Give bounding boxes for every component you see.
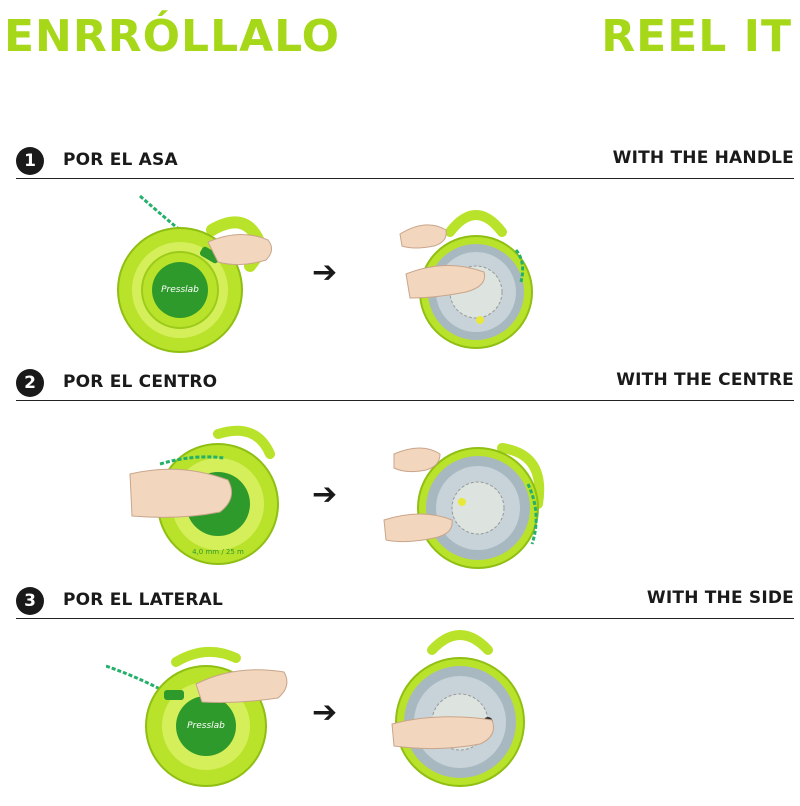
reel-open-centre-winding-illustration (383, 443, 545, 569)
step-3-heading: 3 POR EL LATERAL WITH THE SIDE (16, 586, 794, 619)
step-number-badge: 3 (16, 587, 44, 615)
step-label-es: POR EL ASA (63, 150, 178, 170)
arrow-icon: ➔ (312, 695, 338, 730)
step-number-badge: 1 (16, 147, 44, 175)
brand-logo: Presslab (187, 721, 225, 731)
brand-logo: Presslab (161, 285, 199, 295)
title-spanish: ENRRÓLLALO (4, 11, 341, 62)
title-english: REEL IT (601, 11, 792, 62)
reel-front-side-illustration: Presslab (106, 646, 288, 787)
reel-front-centre-illustration: 4,0 mm / 25 m (129, 425, 279, 565)
step-label-es: POR EL CENTRO (63, 372, 218, 392)
step-1: 1 POR EL ASA WITH THE HANDLE Presslab ➔ (0, 146, 800, 366)
step-label-en: WITH THE CENTRE (616, 370, 794, 390)
reel-front-handle-illustration: Presslab (117, 194, 272, 353)
arrow-icon: ➔ (312, 477, 338, 512)
step-label-en: WITH THE HANDLE (612, 148, 794, 168)
step-2-heading: 2 POR EL CENTRO WITH THE CENTRE (16, 368, 794, 401)
step-label-en: WITH THE SIDE (646, 588, 794, 608)
step-2: 2 POR EL CENTRO WITH THE CENTRE 4,0 mm /… (0, 368, 800, 588)
step-3: 3 POR EL LATERAL WITH THE SIDE Presslab … (0, 586, 800, 806)
reel-spec: 4,0 mm / 25 m (192, 548, 244, 556)
step-1-heading: 1 POR EL ASA WITH THE HANDLE (16, 146, 794, 179)
reel-open-winding-illustration (399, 210, 533, 349)
step-number-badge: 2 (16, 369, 44, 397)
step-label-es: POR EL LATERAL (63, 590, 224, 610)
arrow-icon: ➔ (312, 255, 338, 290)
reel-open-side-winding-illustration (391, 630, 525, 787)
